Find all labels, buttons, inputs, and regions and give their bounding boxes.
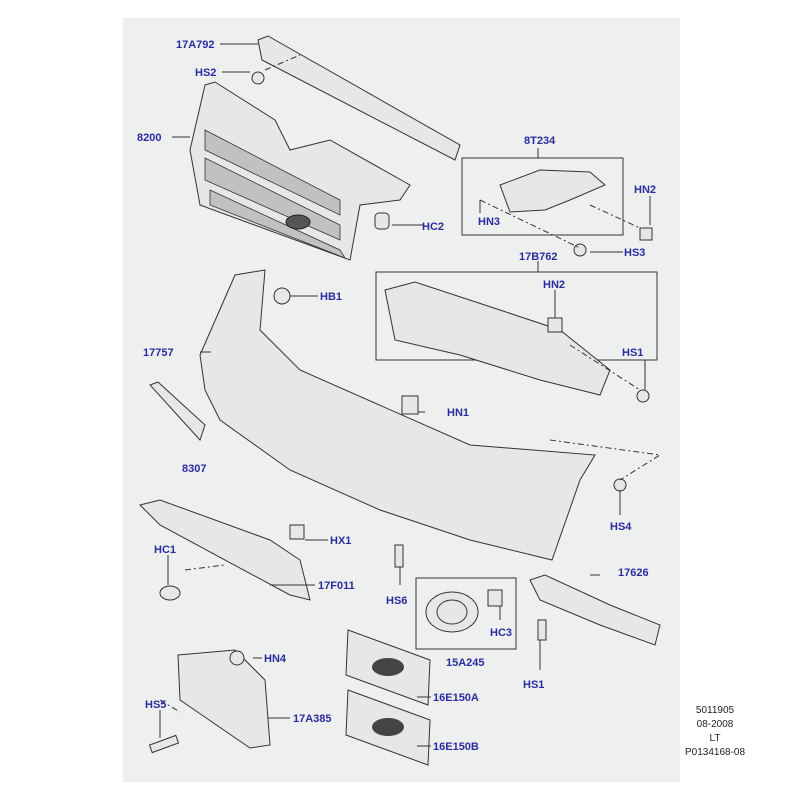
screw-hs1-mid[interactable] xyxy=(636,389,650,403)
label-hn4: HN4 xyxy=(264,653,287,665)
label-hb1: HB1 xyxy=(320,291,342,303)
clip-hc1[interactable] xyxy=(159,585,181,601)
upper-crossmember-part[interactable] xyxy=(257,35,461,161)
clip-hn2-top[interactable] xyxy=(639,227,653,241)
label-17f011: 17F011 xyxy=(318,580,355,592)
clip-hn1[interactable] xyxy=(401,395,419,415)
screw-hs3[interactable] xyxy=(573,243,587,257)
label-hc1: HC1 xyxy=(154,544,176,556)
reference-number: 5011905 xyxy=(696,705,735,716)
label-hs2: HS2 xyxy=(195,67,216,79)
screw-hs4[interactable] xyxy=(613,478,627,492)
bracket-box-8t234 xyxy=(461,157,624,236)
clip-hb1[interactable] xyxy=(273,287,291,305)
clip-hn2-mid[interactable] xyxy=(547,317,563,333)
label-hc2: HC2 xyxy=(422,221,444,233)
label-hn2-top: HN2 xyxy=(634,184,656,196)
label-17a385: 17A385 xyxy=(293,713,332,725)
reference-code: LT xyxy=(710,733,721,744)
label-hs1-mid: HS1 xyxy=(622,347,643,359)
label-hn3: HN3 xyxy=(478,216,500,228)
label-hs3: HS3 xyxy=(624,247,645,259)
bracket-8t234-part[interactable] xyxy=(499,169,606,213)
label-hs5: HS5 xyxy=(145,699,166,711)
label-8307: 8307 xyxy=(182,463,206,475)
bumper-17757-part[interactable] xyxy=(199,269,596,561)
label-17a792: 17A792 xyxy=(176,39,215,51)
fog-bezel-inner xyxy=(436,599,468,625)
label-16e150a: 16E150A xyxy=(433,692,479,704)
grille-badge xyxy=(285,214,311,230)
label-17757: 17757 xyxy=(143,347,174,359)
label-hs6: HS6 xyxy=(386,595,407,607)
plate-b-badge xyxy=(372,718,404,736)
screw-hs2[interactable] xyxy=(251,71,265,85)
screw-hs6[interactable] xyxy=(394,544,404,568)
fog-bezel-box xyxy=(415,577,517,650)
plate-bracket-17a385-part[interactable] xyxy=(177,649,271,749)
nut-hn4[interactable] xyxy=(229,650,245,666)
label-17626: 17626 xyxy=(618,567,649,579)
side-grille-8307-part[interactable] xyxy=(149,381,206,441)
plate-a-badge xyxy=(372,658,404,676)
label-15a245: 15A245 xyxy=(446,657,485,669)
label-17b762: 17B762 xyxy=(519,251,558,263)
trim-17626-part[interactable] xyxy=(529,574,661,646)
bracket-17b762-part[interactable] xyxy=(384,281,611,396)
label-hs1-low: HS1 xyxy=(523,679,544,691)
clip-hx1[interactable] xyxy=(289,524,305,540)
screw-hs5[interactable] xyxy=(148,734,180,754)
label-hn2-mid: HN2 xyxy=(543,279,565,291)
screw-hs1-low[interactable] xyxy=(537,619,547,641)
reference-date: 08-2008 xyxy=(697,719,734,730)
lower-grille-17f011-part[interactable] xyxy=(139,499,311,601)
label-hn1: HN1 xyxy=(447,407,469,419)
label-hx1: HX1 xyxy=(330,535,351,547)
label-hs4: HS4 xyxy=(610,521,632,533)
label-8200: 8200 xyxy=(137,132,161,144)
grille-mesh xyxy=(204,129,346,259)
illustration-number: P0134168-08 xyxy=(685,747,745,758)
clip-hc2[interactable] xyxy=(374,212,390,230)
leader-lines xyxy=(159,43,662,747)
clip-hc3[interactable] xyxy=(487,589,503,607)
label-hc3: HC3 xyxy=(490,627,512,639)
label-16e150b: 16E150B xyxy=(433,741,479,753)
label-8t234: 8T234 xyxy=(524,135,556,147)
